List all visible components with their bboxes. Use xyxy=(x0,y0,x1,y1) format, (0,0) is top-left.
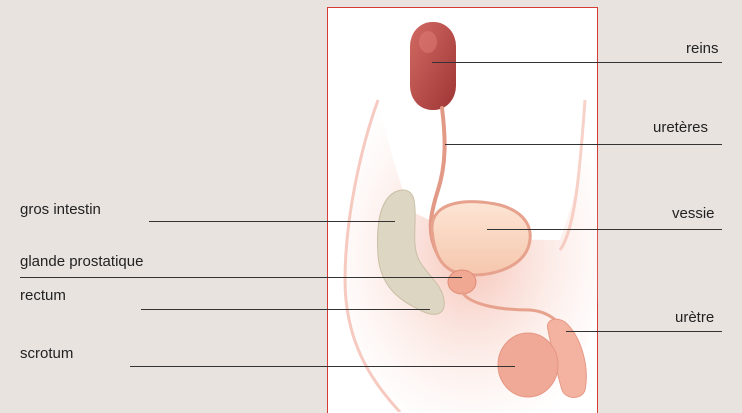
bladder-shape xyxy=(432,202,530,275)
label-uretre: urètre xyxy=(675,309,714,327)
prostate-shape xyxy=(448,270,476,294)
leader-uretre xyxy=(566,331,722,332)
scrotum-shape xyxy=(498,333,558,397)
leader-reins xyxy=(432,62,722,63)
leader-glande-prostatique xyxy=(20,277,462,278)
label-glande-prostatique: glande prostatique xyxy=(20,253,143,271)
label-vessie: vessie xyxy=(672,205,715,223)
label-rectum: rectum xyxy=(20,287,66,305)
leader-rectum xyxy=(141,309,430,310)
leader-vessie xyxy=(487,229,722,230)
leader-gros-intestin xyxy=(149,221,395,222)
label-ureteres: uretères xyxy=(653,119,708,137)
label-gros-intestin: gros intestin xyxy=(20,201,101,219)
leader-ureteres xyxy=(445,144,722,145)
leader-scrotum xyxy=(130,366,515,367)
label-scrotum: scrotum xyxy=(20,345,73,363)
kidney-shape xyxy=(410,22,456,110)
label-reins: reins xyxy=(686,40,719,58)
